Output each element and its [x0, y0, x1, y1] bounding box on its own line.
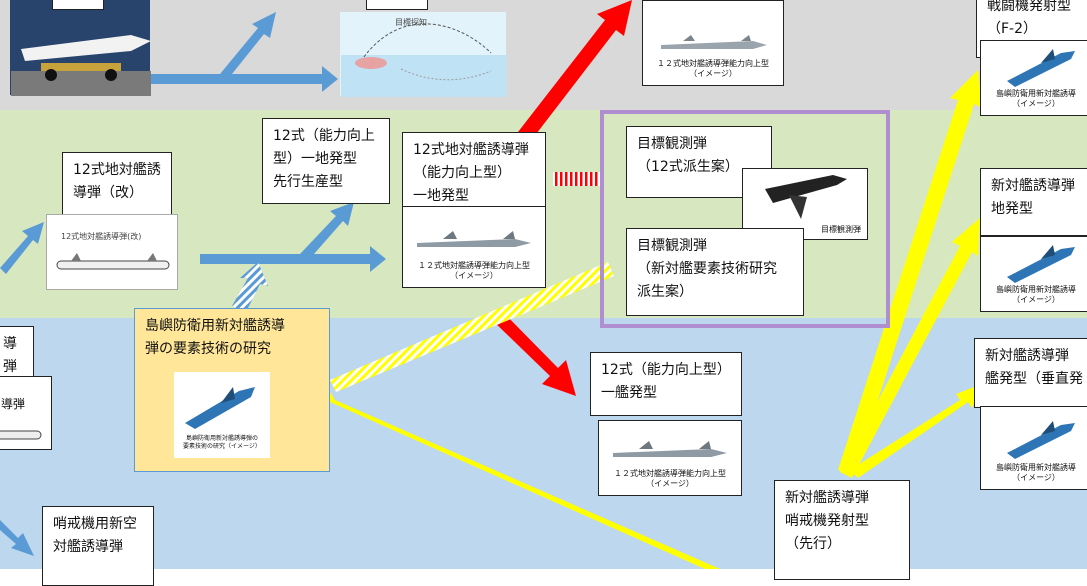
- scenario-drawing: [341, 23, 507, 97]
- left-partial-image: 導弾: [0, 376, 52, 450]
- new-asm-ship-box: 新対艦誘導弾 艦発型（垂直発: [974, 338, 1087, 408]
- new-asm-patrol-box: 新対艦誘導弾 哨戒機発射型 （先行）: [774, 480, 910, 580]
- missile-icon: [1007, 421, 1075, 459]
- top-partial-box-1: [52, 0, 104, 10]
- missile-icon: [417, 231, 531, 247]
- improved-caption-ship: １２式地対艦誘導弾能力向上型 （イメージ）: [614, 469, 726, 488]
- top-partial-box-2: [366, 0, 428, 10]
- missile-icon: [0, 430, 42, 440]
- arrow-left-diag: [0, 222, 44, 274]
- type12-kai-image: 12式地対艦誘導弾(改): [46, 214, 178, 290]
- arrow-layer: [0, 0, 982, 569]
- improved-image-ship: １２式地対艦誘導弾能力向上型 （イメージ）: [598, 420, 742, 496]
- scenario-illustration: 目標探知: [340, 12, 507, 97]
- island-image-ground: 島嶼防衛用新対艦誘導 （イメージ）: [980, 236, 1087, 312]
- missile-icon: [185, 387, 255, 429]
- arrow-red-down: [490, 309, 576, 396]
- yellow-arrows: [330, 70, 982, 569]
- missile-icon: [613, 441, 727, 457]
- type12-kai-box: 12式地対艦誘 導弾（改）: [62, 152, 172, 218]
- improved-caption-top: １２式地対艦誘導弾能力向上型 （イメージ）: [657, 59, 769, 78]
- island-image-ship: 島嶼防衛用新対艦誘導 （イメージ）: [980, 406, 1087, 490]
- type12-kai-caption: 12式地対艦誘導弾(改): [61, 232, 142, 241]
- island-image-f2: 島嶼防衛用新対艦誘導 （イメージ）: [980, 40, 1087, 116]
- missile-icon: [1007, 49, 1075, 87]
- scenario-label: 目標探知: [395, 18, 427, 27]
- arrow-red-up: [518, 0, 632, 142]
- arrow-bottom-left: [0, 520, 34, 556]
- target-observation-frame: [600, 110, 890, 328]
- blue-arrows: [0, 12, 386, 556]
- island-caption-ship: 島嶼防衛用新対艦誘導 （イメージ）: [996, 463, 1076, 482]
- missile-icon: [56, 253, 170, 270]
- improved-image-mid: １２式地対艦誘導弾能力向上型 （イメージ）: [402, 206, 546, 288]
- arrow-red-hatched: [553, 172, 601, 186]
- island-study-caption: 島嶼防衛用新対艦誘導弾の 要素技術の研究（イメージ）: [183, 435, 261, 450]
- target-obs-new-box: 目標観測弾 （新対艦要素技術研究 派生案）: [626, 228, 804, 316]
- arrow-yellow-mid-up: [840, 218, 980, 478]
- island-caption-f2: 島嶼防衛用新対艦誘導 （イメージ）: [996, 89, 1076, 108]
- new-asm-ground-box: 新対艦誘導弾 地発型: [980, 168, 1087, 236]
- island-caption-ground: 島嶼防衛用新対艦誘導 （イメージ）: [996, 285, 1076, 304]
- red-arrows: [490, 0, 632, 396]
- arrow-mid-fork: [300, 202, 354, 254]
- island-study-image: 島嶼防衛用新対艦誘導弾の 要素技術の研究（イメージ）: [174, 372, 270, 458]
- arrow-yellow-right: [850, 384, 982, 478]
- target-obs-caption: 目標観測弾: [821, 225, 861, 234]
- arrow-yellow-main-up: [838, 70, 982, 474]
- patrol-air-asm-box: 哨戒機用新空 対艦誘導弾: [42, 506, 154, 586]
- launcher-drawing: [11, 35, 151, 96]
- left-partial-box: 導弾: [0, 326, 34, 382]
- missile-icon: [765, 175, 847, 219]
- missile-icon: [661, 35, 767, 49]
- arrow-hatched-up: [232, 262, 268, 312]
- arrow-mid-straight: [200, 246, 386, 272]
- improved-image-top: １２式地対艦誘導弾能力向上型 （イメージ）: [642, 0, 784, 86]
- left-partial-caption: 導弾: [1, 397, 26, 411]
- type12-improved-prelim-box: 12式（能力向上 型）一地発型 先行生産型: [262, 118, 390, 204]
- type12-improved-ship-box: 12式（能力向上型） 一艦発型: [590, 352, 742, 416]
- missile-icon: [1007, 245, 1075, 283]
- improved-caption-mid: １２式地対艦誘導弾能力向上型 （イメージ）: [418, 261, 530, 280]
- band-current: [0, 0, 1087, 110]
- arrow-top-fork: [150, 12, 338, 92]
- launcher-photo: [10, 0, 151, 96]
- arrow-yellow-hatched: [330, 262, 614, 392]
